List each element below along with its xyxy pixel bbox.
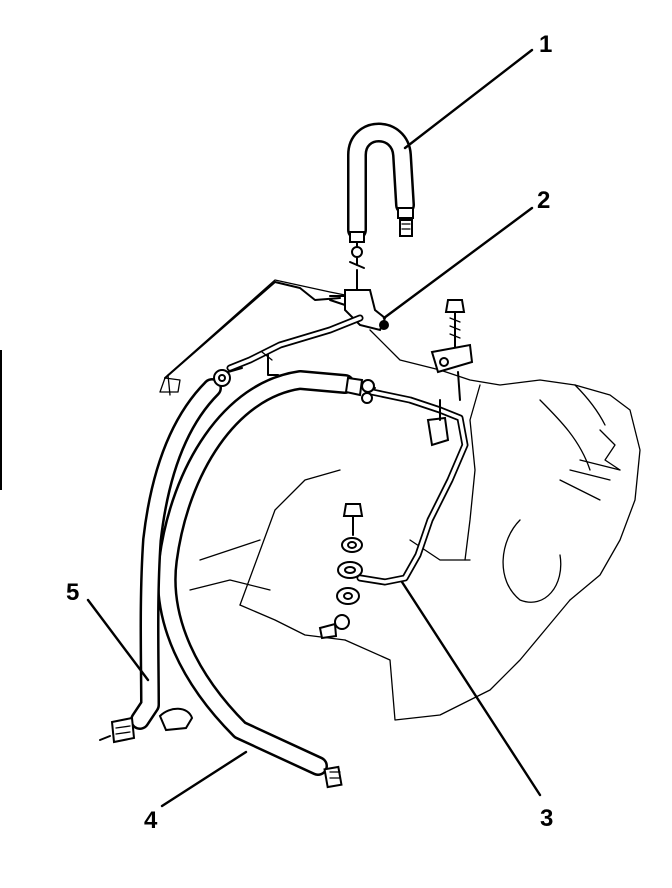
leader-2 — [382, 206, 534, 320]
callout-3: 3 — [540, 805, 553, 832]
leader-5 — [86, 598, 150, 682]
valve-cover-plate — [164, 281, 341, 379]
fitting-stack — [318, 503, 364, 640]
part-5-short-hose — [99, 367, 243, 744]
leader-1 — [403, 48, 534, 150]
transmission-housing — [159, 279, 641, 721]
leader-3 — [400, 580, 542, 797]
leader-4 — [160, 750, 248, 808]
callout-4: 4 — [144, 807, 158, 834]
page-edge-bar — [0, 350, 2, 490]
part-3-vent-pipe — [356, 388, 469, 586]
leader-lines — [86, 48, 542, 808]
callout-5: 5 — [66, 579, 79, 606]
part-2-vent-tube-bracket — [226, 269, 389, 381]
callout-labels: 1 2 3 4 5 — [66, 31, 553, 834]
part-4-long-hose — [156, 370, 376, 789]
part-1-vent-hose — [347, 122, 415, 269]
bracket-bolt — [430, 299, 474, 401]
callout-1: 1 — [539, 31, 552, 58]
callout-2: 2 — [537, 187, 550, 214]
